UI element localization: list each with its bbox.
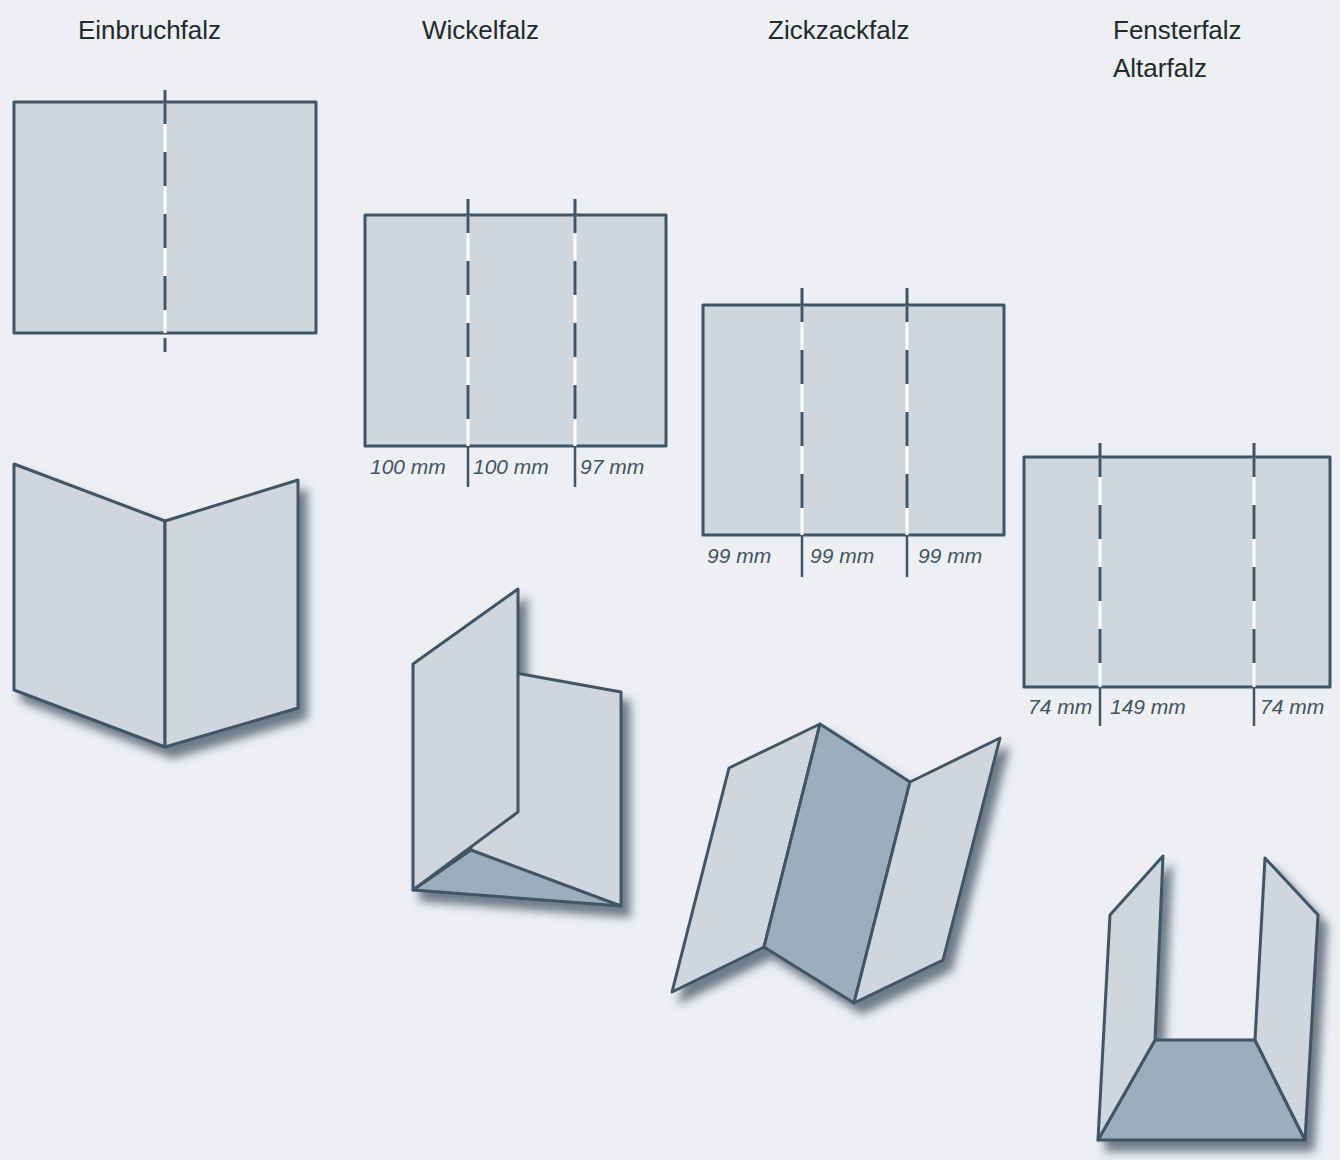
dimension-tick: [468, 446, 1254, 726]
flat-sheet: [1024, 457, 1330, 687]
fold-heading: Fensterfalz Altarfalz: [1113, 12, 1283, 87]
dimension-label: 97 mm: [580, 456, 644, 477]
fold-heading: Zickzackfalz: [768, 12, 910, 50]
dimension-label: 100 mm: [370, 456, 446, 477]
dimension-label: 99 mm: [810, 545, 874, 566]
fold-line: [165, 90, 1254, 747]
dimension-label: 99 mm: [918, 545, 982, 566]
dimension-label: 100 mm: [473, 456, 549, 477]
fold-heading: Wickelfalz: [422, 12, 539, 50]
flat-sheet: [365, 215, 666, 446]
dimension-label: 74 mm: [1260, 696, 1324, 717]
dimension-label: 149 mm: [1110, 696, 1186, 717]
dimension-label: 74 mm: [1028, 696, 1092, 717]
fold-heading: Einbruchfalz: [78, 12, 221, 50]
flat-sheet: [703, 305, 1004, 535]
folded-sheet: [672, 724, 1000, 1003]
dimension-label: 99 mm: [707, 545, 771, 566]
folded-sheet: [14, 464, 298, 747]
folded-sheet: [1098, 856, 1318, 1140]
folded-sheet: [413, 589, 621, 906]
